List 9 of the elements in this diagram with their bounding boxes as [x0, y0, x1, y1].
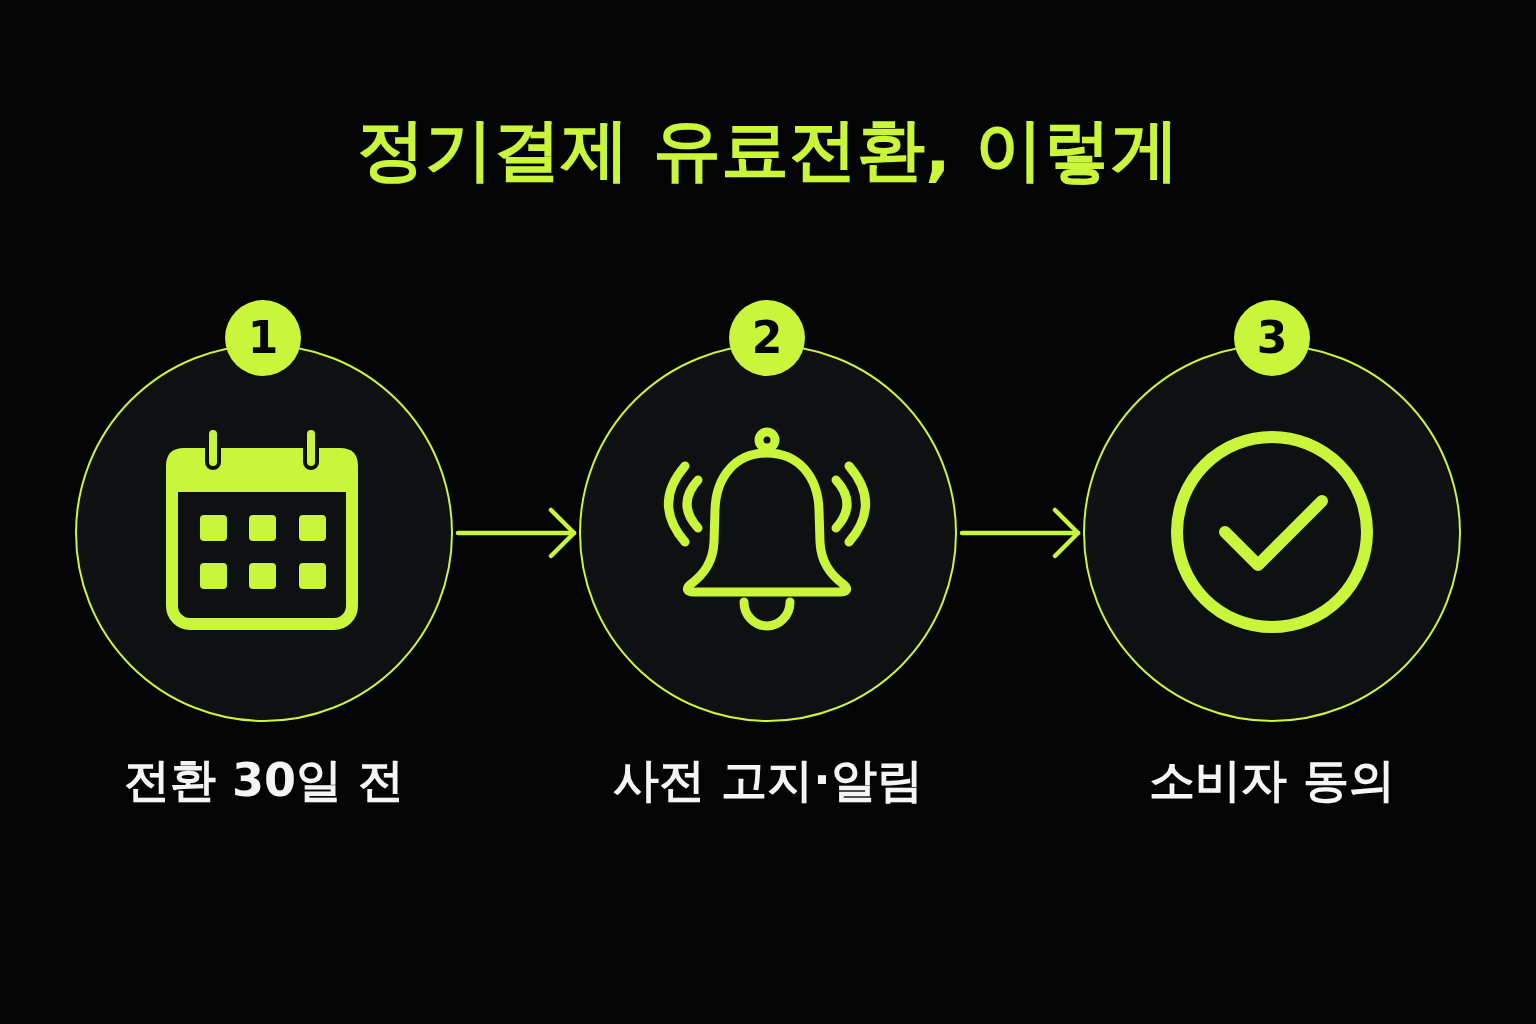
step-label: 전환 30일 전 — [124, 752, 404, 808]
step-label: 사전 고지·알림 — [613, 752, 923, 808]
step-number-badge: 3 — [1234, 300, 1310, 376]
step-number-badge: 1 — [225, 300, 301, 376]
title: 정기결제 유료전환, 이렇게 — [357, 109, 1179, 191]
step-label: 소비자 동의 — [1149, 752, 1395, 808]
arrow — [959, 507, 1081, 559]
step-number-badge: 2 — [729, 300, 805, 376]
arrow — [455, 507, 577, 559]
